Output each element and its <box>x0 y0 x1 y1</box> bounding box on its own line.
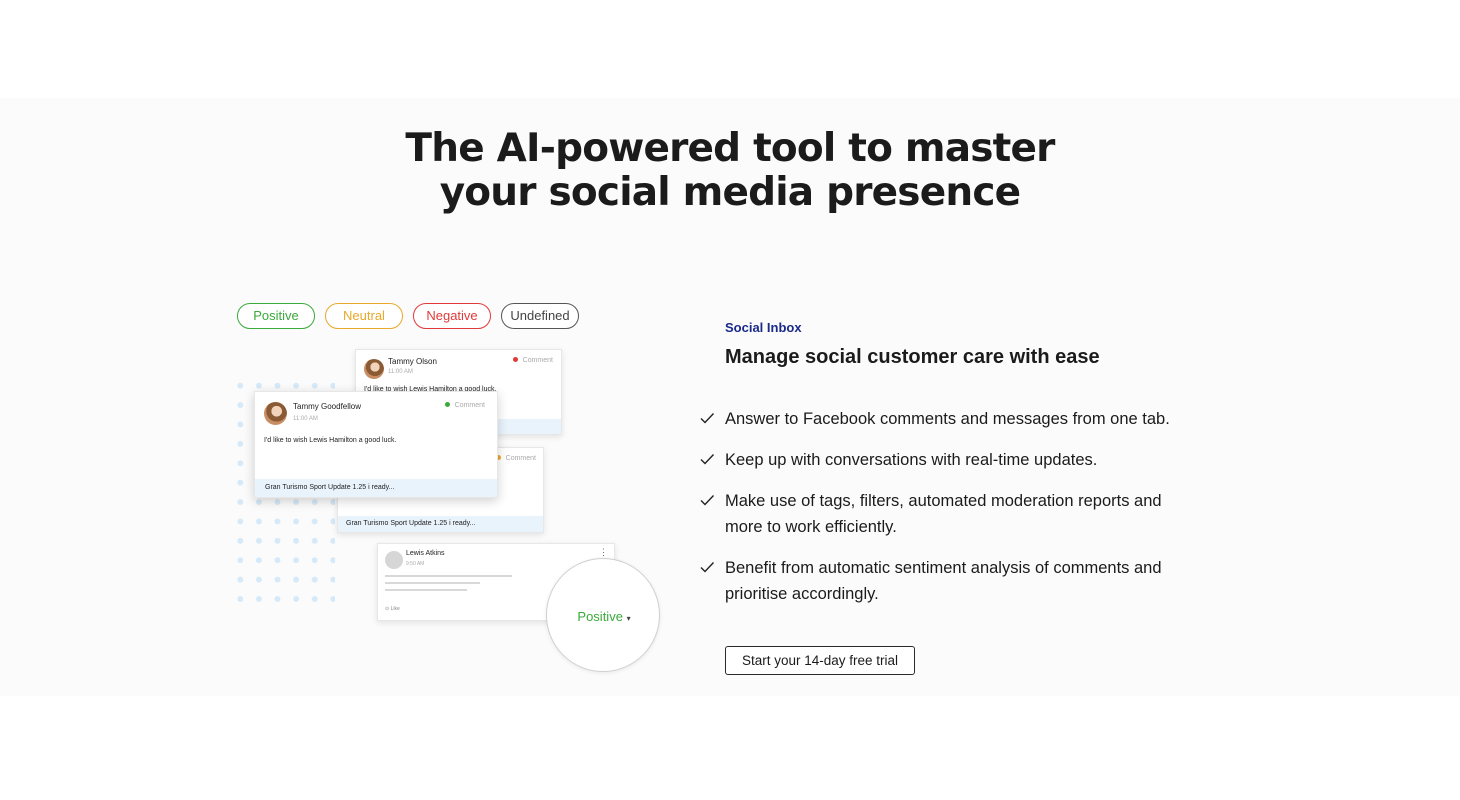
comment-type-label: Comment <box>454 402 485 409</box>
feature-text: Make use of tags, filters, automated mod… <box>725 492 1162 536</box>
author-name: Tammy Olson <box>388 357 437 366</box>
comment-type-label: Comment <box>522 357 553 364</box>
feature-list: Answer to Facebook comments and messages… <box>698 406 1218 622</box>
comment-text: I'd like to wish Lewis Hamilton a good l… <box>264 437 397 444</box>
sentiment-dropdown-value: Positive <box>577 609 623 624</box>
status-dot-icon <box>444 402 450 407</box>
check-icon <box>700 495 715 506</box>
placeholder-line <box>385 589 467 591</box>
sentiment-pill-positive: Positive <box>237 303 315 329</box>
status-dot-icon <box>512 357 518 362</box>
sentiment-pill-undefined: Undefined <box>501 303 579 329</box>
card-footer-link: Gran Turismo Sport Update 1.25 i ready..… <box>338 516 543 532</box>
feature-item: Keep up with conversations with real-tim… <box>698 447 1218 473</box>
like-action: ⊙ Like <box>385 606 400 612</box>
like-icon: ⊙ <box>385 606 390 612</box>
avatar <box>364 359 384 379</box>
check-icon <box>700 413 715 424</box>
placeholder-line <box>385 582 480 584</box>
feature-item: Benefit from automatic sentiment analysi… <box>698 555 1178 607</box>
timestamp: 9:50 AM <box>406 561 425 567</box>
author-name: Lewis Atkins <box>406 550 445 557</box>
check-icon <box>700 454 715 465</box>
comment-card-front: Tammy Goodfellow 11:00 AM Comment I'd li… <box>254 391 498 498</box>
page-title: The AI-powered tool to master your socia… <box>0 127 1460 215</box>
feature-item: Answer to Facebook comments and messages… <box>698 406 1218 432</box>
headline-line-2: your social media presence <box>439 170 1021 215</box>
timestamp: 11:00 AM <box>388 369 413 375</box>
sentiment-pill-neutral: Neutral <box>325 303 403 329</box>
avatar-placeholder <box>385 551 403 569</box>
caret-down-icon: ▾ <box>626 614 631 623</box>
sentiment-pill-negative: Negative <box>413 303 491 329</box>
section-eyebrow: Social Inbox <box>725 320 802 335</box>
like-label: Like <box>390 606 400 612</box>
section-title: Manage social customer care with ease <box>725 346 1100 368</box>
feature-text: Answer to Facebook comments and messages… <box>725 410 1170 428</box>
comment-type-label: Comment <box>505 455 536 462</box>
card-footer-link: Gran Turismo Sport Update 1.25 i ready..… <box>255 479 497 497</box>
author-name: Tammy Goodfellow <box>293 402 362 411</box>
feature-text: Keep up with conversations with real-tim… <box>725 451 1098 469</box>
sentiment-magnifier: Positive ▾ <box>546 558 660 672</box>
sentiment-dropdown: Positive ▾ <box>547 609 661 624</box>
comment-type-badge: Comment <box>495 455 536 462</box>
headline-line-1: The AI-powered tool to master <box>405 126 1055 171</box>
avatar <box>264 402 287 425</box>
feature-text: Benefit from automatic sentiment analysi… <box>725 559 1162 603</box>
comment-type-badge: Comment <box>444 402 485 409</box>
timestamp: 11:00 AM <box>293 416 318 422</box>
comment-type-badge: Comment <box>512 357 553 364</box>
free-trial-button[interactable]: Start your 14-day free trial <box>725 646 915 675</box>
placeholder-line <box>385 575 512 577</box>
status-dot-icon <box>495 455 501 460</box>
feature-item: Make use of tags, filters, automated mod… <box>698 488 1178 540</box>
check-icon <box>700 562 715 573</box>
more-options-icon: ⋮ <box>599 547 608 557</box>
comment-text: I'd like to wish Lewis Hamilton a good l… <box>364 386 497 393</box>
